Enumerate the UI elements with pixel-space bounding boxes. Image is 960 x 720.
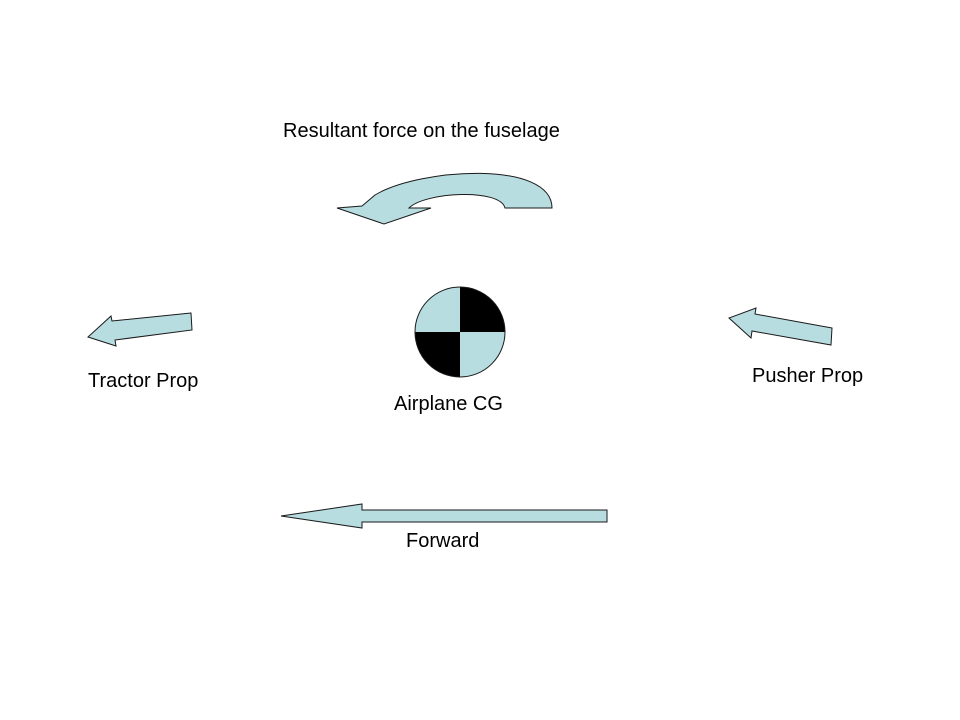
resultant-curved-arrow (336, 172, 553, 225)
pusher-prop-arrow (728, 307, 833, 346)
tractor-prop-arrow (87, 312, 193, 347)
forward-label: Forward (406, 530, 480, 552)
pusher-prop-label: Pusher Prop (752, 365, 864, 387)
cg-symbol-icon (414, 286, 506, 378)
airplane-cg-label: Airplane CG (394, 393, 503, 415)
resultant-force-label: Resultant force on the fuselage (283, 120, 560, 142)
forward-arrow (280, 503, 608, 529)
tractor-prop-label: Tractor Prop (88, 370, 199, 392)
